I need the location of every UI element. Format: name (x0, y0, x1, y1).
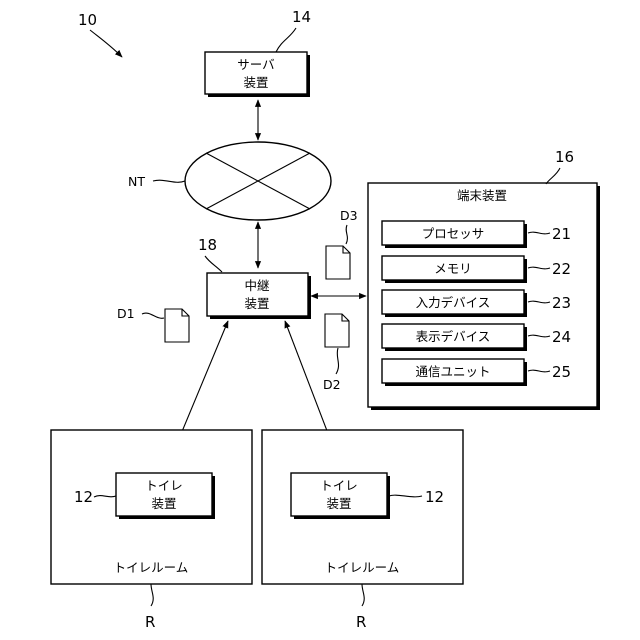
document-icon (326, 246, 350, 279)
toilet-room-2-ref: R (356, 613, 366, 631)
toilet-room-2: トイレ 装置 12 トイレルーム R (262, 430, 463, 631)
toilet-room-1: トイレ 装置 12 トイレルーム R (51, 430, 252, 631)
toilet-device-1-ref: 12 (74, 488, 93, 506)
toilet-device-1-line2: 装置 (151, 496, 176, 511)
toilet-room-1-ref: R (145, 613, 155, 631)
terminal-leader-line (546, 168, 560, 184)
server-ref: 14 (292, 8, 311, 26)
toilet-device-1-line1: トイレ (145, 478, 183, 493)
network-cloud: NT (128, 142, 331, 220)
comm-unit-label: 通信ユニット (415, 364, 490, 379)
server-label-line2: 装置 (243, 75, 268, 90)
relay-device: 中継 装置 18 (198, 236, 311, 319)
toilet-device-2-line2: 装置 (326, 496, 351, 511)
figure-ref-group: 10 (78, 11, 122, 57)
data-file-d2: D2 (323, 314, 349, 392)
data-file-d2-leader-line (336, 348, 339, 374)
toilet-room-2-label: トイレルーム (325, 560, 400, 575)
toilet-room-1-leader-line (151, 584, 153, 606)
memory-label: メモリ (434, 261, 472, 276)
memory-ref: 22 (552, 260, 571, 278)
toilet-device-2-line1: トイレ (320, 478, 358, 493)
relay-leader-line (205, 256, 222, 272)
input-device-label: 入力デバイス (416, 295, 491, 310)
input-device-ref: 23 (552, 294, 571, 312)
data-file-d1-label: D1 (117, 306, 135, 321)
processor-label: プロセッサ (422, 226, 485, 241)
terminal-title: 端末装置 (457, 188, 507, 203)
figure-ref-arrow (90, 30, 122, 57)
relay-ref: 18 (198, 236, 217, 254)
data-file-d1: D1 (117, 306, 189, 342)
document-icon (165, 309, 189, 342)
display-device-label: 表示デバイス (416, 329, 491, 344)
network-leader-line (153, 180, 185, 182)
terminal-ref: 16 (555, 148, 574, 166)
network-label: NT (128, 174, 145, 189)
terminal-device: 端末装置 16 プロセッサ 21 メモリ 22 入力デバイス 23 表示 (368, 148, 600, 410)
server-leader-line (276, 28, 296, 52)
data-file-d3-label: D3 (340, 208, 358, 223)
toilet-room-2-leader-line (362, 584, 364, 606)
data-file-d1-leader-line (142, 313, 164, 318)
toilet-room-1-label: トイレルーム (114, 560, 189, 575)
data-file-d2-label: D2 (323, 377, 341, 392)
processor-ref: 21 (552, 225, 571, 243)
comm-unit-ref: 25 (552, 363, 571, 381)
server-device: サーバ 装置 14 (205, 8, 311, 97)
data-file-d3: D3 (326, 208, 358, 279)
data-file-d3-leader-line (346, 225, 347, 244)
toilet-device-2-ref: 12 (425, 488, 444, 506)
relay-label-line1: 中継 (244, 278, 269, 293)
document-icon (325, 314, 349, 347)
relay-label-line2: 装置 (244, 296, 269, 311)
server-label-line1: サーバ (237, 57, 274, 72)
figure-ref: 10 (78, 11, 97, 29)
display-device-ref: 24 (552, 328, 571, 346)
